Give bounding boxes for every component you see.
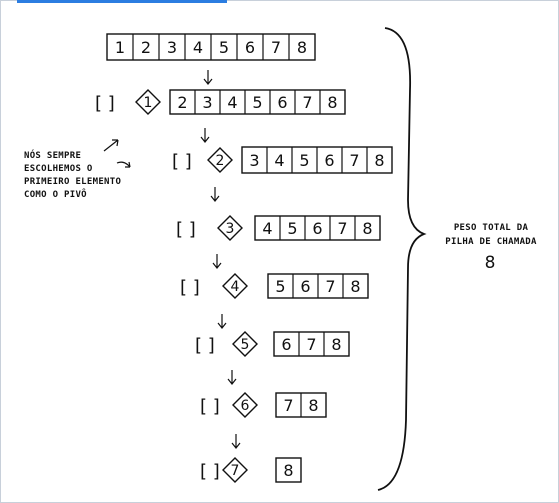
array-cell-value: 2	[141, 38, 151, 57]
array-cell-value: 8	[327, 93, 337, 112]
array-cell-value: 4	[193, 38, 203, 57]
pivot-value: 4	[231, 279, 240, 295]
note-line-4: COMO O PIVÔ	[24, 188, 87, 200]
down-arrow-icon	[210, 187, 220, 202]
array-cell-value: 8	[374, 151, 384, 170]
array-frame	[273, 331, 350, 357]
array-cell-value: 4	[227, 93, 237, 112]
empty-subarray: [ ]	[180, 277, 200, 298]
total-value: 8	[485, 253, 496, 273]
array-cell-value: 5	[275, 277, 285, 296]
note-arrow-right-icon	[116, 161, 131, 168]
array-cell-value: 6	[277, 93, 287, 112]
pivot-value: 6	[241, 398, 250, 414]
array-cell-value: 4	[274, 151, 284, 170]
array-cell-value: 8	[297, 38, 307, 57]
array-cell-value: 3	[167, 38, 177, 57]
array-cell-value: 8	[283, 461, 293, 480]
top-accent-bar	[17, 0, 227, 3]
curly-brace-icon	[377, 27, 427, 491]
array-cell-value: 7	[349, 151, 359, 170]
down-arrow-icon	[203, 70, 213, 85]
down-arrow-icon	[200, 128, 210, 143]
array-cell-value: 5	[252, 93, 262, 112]
empty-subarray: [ ]	[200, 396, 220, 417]
pivot-value: 2	[216, 153, 225, 169]
empty-subarray: [ ]	[200, 461, 220, 482]
array-cell-value: 7	[271, 38, 281, 57]
total-label-line-2: PILHA DE CHAMADA	[445, 237, 537, 247]
total-call-stack-label: PESO TOTAL DA PILHA DE CHAMADA 8	[445, 223, 537, 273]
note-line-3: PRIMEIRO ELEMENTO	[24, 177, 121, 187]
array-cell-value: 8	[362, 219, 372, 238]
array-cell-value: 8	[308, 396, 318, 415]
pivot-value: 1	[144, 95, 153, 111]
array-cell-value: 6	[324, 151, 334, 170]
array-cell-value: 1	[115, 38, 125, 57]
empty-subarray: [ ]	[195, 335, 215, 356]
pivot-diamond-icon	[217, 215, 243, 241]
note-line-2: ESCOLHEMOS O	[24, 164, 93, 174]
pivot-diamond-icon	[222, 273, 248, 299]
array-cell-value: 6	[300, 277, 310, 296]
array-cell-value: 4	[262, 219, 272, 238]
empty-subarray: [ ]	[172, 151, 192, 172]
array-cell-value: 5	[299, 151, 309, 170]
pivot-note: NÓS SEMPRE ESCOLHEMOS O PRIMEIRO ELEMENT…	[24, 139, 131, 200]
empty-subarray: [ ]	[176, 219, 196, 240]
pivot-diamond-icon	[222, 457, 248, 483]
down-arrow-icon	[217, 314, 227, 329]
down-arrow-icon	[227, 370, 237, 385]
down-arrow-icon	[212, 254, 222, 269]
array-cell-value: 6	[245, 38, 255, 57]
empty-subarray: [ ]	[95, 93, 115, 114]
array-cell-value: 7	[302, 93, 312, 112]
pivot-value: 3	[226, 221, 235, 237]
array-frame	[169, 89, 346, 115]
array-cell-value: 5	[287, 219, 297, 238]
array-cell-value: 8	[350, 277, 360, 296]
array-cell-value: 7	[337, 219, 347, 238]
pivot-diamond-icon	[135, 89, 161, 115]
note-arrow-up-icon	[103, 139, 119, 152]
array-cell-value: 7	[325, 277, 335, 296]
pivot-diamond-icon	[232, 392, 258, 418]
array-cell-value: 5	[219, 38, 229, 57]
array-frame	[275, 457, 302, 483]
array-cell-value: 7	[306, 335, 316, 354]
down-arrow-icon	[231, 434, 241, 449]
note-line-1: NÓS SEMPRE	[24, 149, 81, 161]
total-label-line-1: PESO TOTAL DA	[454, 223, 529, 233]
pivot-diamond-icon	[232, 331, 258, 357]
array-cell-value: 6	[281, 335, 291, 354]
array-cell-value: 8	[331, 335, 341, 354]
pivot-diamond-icon	[207, 147, 233, 173]
array-cell-value: 3	[249, 151, 259, 170]
array-cell-value: 2	[177, 93, 187, 112]
array-cell-value: 7	[283, 396, 293, 415]
pivot-value: 5	[241, 337, 250, 353]
array-cell-value: 3	[202, 93, 212, 112]
pivot-value: 7	[231, 463, 240, 479]
array-cell-value: 6	[312, 219, 322, 238]
array-frame	[254, 215, 381, 241]
